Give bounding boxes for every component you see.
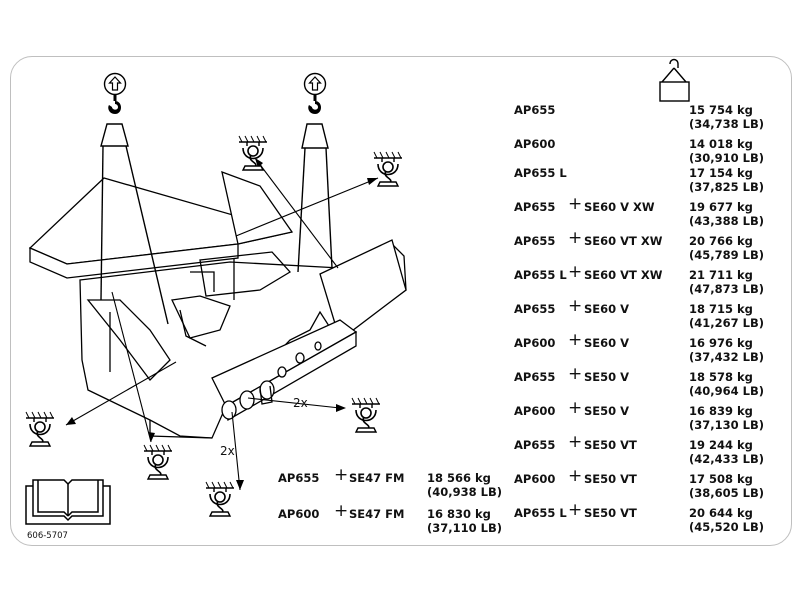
weight-kg: 16 976 kg	[689, 336, 753, 350]
lifting-slings	[100, 123, 333, 325]
option-name: SE47 FM	[349, 507, 405, 521]
weight-lb: (38,605 LB)	[689, 486, 764, 500]
option-name: SE50 V	[584, 404, 630, 418]
weight-kg: 19 244 kg	[689, 438, 753, 452]
lift-hook-icon	[103, 72, 127, 116]
plus-sign: +	[568, 364, 583, 384]
option-name: SE60 V	[584, 336, 630, 350]
plus-sign: +	[568, 262, 583, 282]
manual-book-icon	[25, 479, 111, 525]
plus-sign: +	[568, 296, 583, 316]
weight-lb: (37,432 LB)	[689, 350, 764, 364]
plus-sign: +	[568, 228, 583, 248]
tie-down-icon	[205, 481, 235, 517]
weight-lb: (41,267 LB)	[689, 316, 764, 330]
option-name: SE60 V	[584, 302, 630, 316]
weight-kg: 16 839 kg	[689, 404, 753, 418]
model-name: AP655	[514, 234, 556, 248]
option-name: SE60 VT XW	[584, 268, 663, 282]
plus-sign: +	[568, 466, 583, 486]
model-name: AP655	[514, 302, 556, 316]
model-name: AP655	[514, 200, 556, 214]
weight-kg: 21 711 kg	[689, 268, 753, 282]
option-name: SE50 V	[584, 370, 630, 384]
plus-sign: +	[568, 398, 583, 418]
model-name: AP655	[514, 438, 556, 452]
weight-lb: (42,433 LB)	[689, 452, 764, 466]
plus-sign: +	[568, 500, 583, 520]
option-name: SE50 VT	[584, 438, 637, 452]
load-weight-icon	[659, 58, 690, 102]
model-name: AP600	[514, 472, 556, 486]
tie-down-icon	[351, 397, 381, 433]
option-name: SE50 VT	[584, 506, 637, 520]
model-name: AP655	[514, 370, 556, 384]
option-name: SE47 FM	[349, 471, 405, 485]
weight-kg: 18 578 kg	[689, 370, 753, 384]
weight-lb: (43,388 LB)	[689, 214, 764, 228]
lift-hook-icon	[303, 72, 327, 116]
weight-lb: (37,825 LB)	[689, 180, 764, 194]
weight-kg: 15 754 kg	[689, 103, 753, 117]
multiplier-label: 2x	[293, 396, 308, 410]
model-name: AP655	[514, 103, 556, 117]
weight-kg: 16 830 kg	[427, 507, 491, 521]
weight-kg: 14 018 kg	[689, 137, 753, 151]
weight-lb: (37,130 LB)	[689, 418, 764, 432]
model-name: AP655 L	[514, 268, 567, 282]
weight-lb: (45,789 LB)	[689, 248, 764, 262]
tie-down-icon	[143, 444, 173, 480]
tie-down-icon	[25, 411, 55, 447]
weight-kg: 18 566 kg	[427, 471, 491, 485]
tie-down-pointers	[65, 157, 379, 491]
weight-lb: (40,938 LB)	[427, 485, 502, 499]
weight-kg: 20 766 kg	[689, 234, 753, 248]
option-name: SE50 VT	[584, 472, 637, 486]
model-name: AP600	[514, 404, 556, 418]
model-name: AP600	[278, 507, 320, 521]
weight-lb: (45,520 LB)	[689, 520, 764, 534]
weight-kg: 17 508 kg	[689, 472, 753, 486]
machine-drawing	[28, 170, 407, 439]
weight-lb: (47,873 LB)	[689, 282, 764, 296]
weight-kg: 17 154 kg	[689, 166, 753, 180]
plus-sign: +	[568, 194, 583, 214]
weight-lb: (37,110 LB)	[427, 521, 502, 535]
weight-kg: 18 715 kg	[689, 302, 753, 316]
tie-down-icon	[373, 151, 403, 187]
tie-down-icon	[238, 135, 268, 171]
model-name: AP655	[278, 471, 320, 485]
option-name: SE60 VT XW	[584, 234, 663, 248]
model-name: AP600	[514, 137, 556, 151]
model-name: AP655 L	[514, 166, 567, 180]
plus-sign: +	[568, 330, 583, 350]
weight-lb: (34,738 LB)	[689, 117, 764, 131]
document-code: 606-5707	[27, 531, 68, 541]
weight-lb: (40,964 LB)	[689, 384, 764, 398]
tie-down-arrowheads	[66, 158, 378, 490]
plus-sign: +	[334, 465, 349, 485]
weight-kg: 20 644 kg	[689, 506, 753, 520]
plus-sign: +	[334, 501, 349, 521]
model-name: AP600	[514, 336, 556, 350]
plus-sign: +	[568, 432, 583, 452]
weight-lb: (30,910 LB)	[689, 151, 764, 165]
multiplier-label: 2x	[220, 444, 235, 458]
option-name: SE60 V XW	[584, 200, 655, 214]
weight-kg: 19 677 kg	[689, 200, 753, 214]
model-name: AP655 L	[514, 506, 567, 520]
